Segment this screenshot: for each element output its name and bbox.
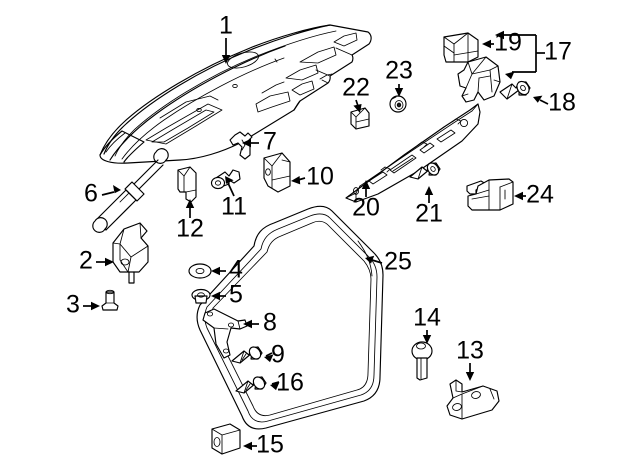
part-striker-bolt[interactable]	[411, 341, 433, 381]
callout-label-17[interactable]: 17	[544, 38, 572, 66]
part-push-nut[interactable]	[389, 95, 407, 113]
part-hinge-bolt[interactable]	[101, 289, 119, 311]
part-latch-striker[interactable]	[446, 379, 500, 420]
callout-label-8[interactable]: 8	[263, 309, 277, 337]
callout-label-3[interactable]: 3	[66, 291, 80, 319]
callout-label-19[interactable]: 19	[494, 29, 522, 57]
callout-label-1[interactable]: 1	[219, 12, 233, 40]
callout-label-11[interactable]: 11	[221, 193, 247, 221]
callout-label-16[interactable]: 16	[276, 369, 304, 397]
callout-label-24[interactable]: 24	[526, 181, 554, 209]
part-lower-bumper-block[interactable]	[211, 423, 241, 455]
callout-label-13[interactable]: 13	[456, 337, 484, 365]
callout-label-23[interactable]: 23	[385, 57, 413, 85]
part-retainer-clip[interactable]	[229, 131, 253, 160]
part-side-striker-bracket[interactable]	[466, 178, 514, 211]
callout-label-12[interactable]: 12	[176, 215, 204, 243]
callout-label-5[interactable]: 5	[229, 281, 243, 309]
part-striker-wedge[interactable]	[263, 152, 291, 193]
part-bracket-bolt[interactable]	[231, 345, 263, 364]
part-bumper-stop[interactable]	[177, 166, 197, 203]
callout-label-15[interactable]: 15	[256, 431, 284, 459]
part-liftgate-hinge[interactable]	[112, 222, 149, 284]
part-glass-grommet[interactable]	[188, 263, 212, 279]
part-latch-cover[interactable]	[443, 32, 479, 63]
callout-label-10[interactable]: 10	[306, 163, 334, 191]
part-trim-clip[interactable]	[350, 107, 370, 130]
part-latch-assembly[interactable]	[457, 56, 501, 103]
callout-label-9[interactable]: 9	[271, 341, 285, 369]
part-liftgate-panel[interactable]	[99, 24, 372, 164]
callout-label-14[interactable]: 14	[413, 304, 441, 332]
callout-label-2[interactable]: 2	[79, 247, 93, 275]
part-applique-bolt[interactable]	[409, 161, 441, 180]
part-gas-lift-support[interactable]	[92, 148, 169, 233]
part-glass-bushing[interactable]	[191, 288, 211, 304]
callout-label-21[interactable]: 21	[415, 200, 443, 228]
callout-label-4[interactable]: 4	[229, 256, 243, 284]
callout-label-6[interactable]: 6	[84, 180, 98, 208]
callout-label-22[interactable]: 22	[342, 74, 370, 102]
callout-label-20[interactable]: 20	[352, 194, 380, 222]
callout-label-18[interactable]: 18	[548, 89, 576, 117]
callout-label-7[interactable]: 7	[263, 128, 277, 156]
callout-numbers: 1 2 3 4 5 6 7 8 9 10 11 12 13 14 15 16 1…	[66, 12, 576, 459]
part-latch-bolt[interactable]	[499, 79, 532, 100]
callout-leaders	[83, 30, 549, 451]
callout-label-25[interactable]: 25	[384, 248, 412, 276]
part-wiper-motor-bracket[interactable]	[202, 308, 248, 359]
part-bracket-bolt-lower[interactable]	[235, 375, 267, 394]
